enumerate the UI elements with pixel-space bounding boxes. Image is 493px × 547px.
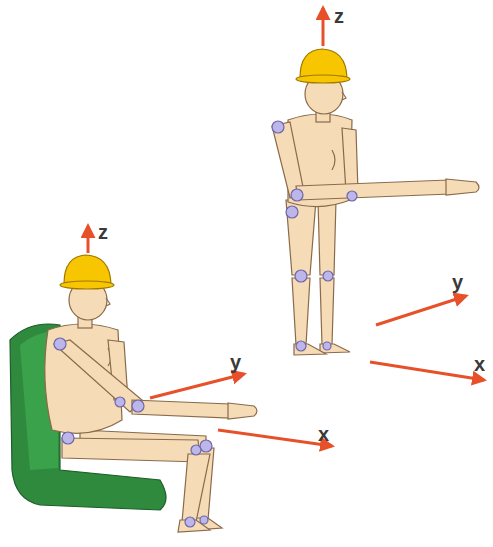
standing-axes [323,8,484,380]
seated-axes [88,226,332,446]
axis-label: z [98,222,108,242]
seat [10,324,166,510]
standing-figure [272,49,479,355]
axis-label: x [318,424,329,444]
axis-label: y [230,352,241,372]
axis-label: z [334,6,344,26]
axis-label: y [452,272,463,292]
axis-label: x [474,354,485,374]
seated-figure [45,255,257,532]
